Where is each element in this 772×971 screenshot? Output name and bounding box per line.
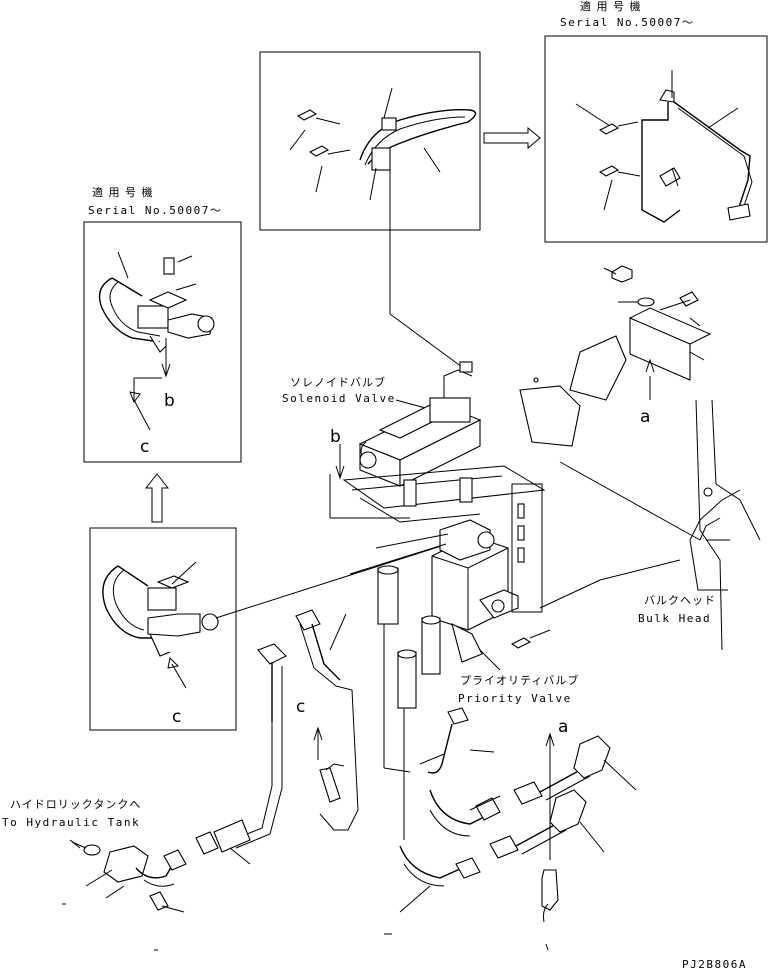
hoses-and-fittings: a [295,565,637,951]
label-b-upper: b [164,391,175,411]
label-c-mid: c [296,697,305,717]
left-lower-detail-box: c [89,527,461,731]
tank-jp: ハイドロリックタンクへ [10,798,141,811]
arrow-to-right-box [483,126,541,150]
priority-en: Priority Valve [458,692,572,705]
serial-right: Serial No.50007～ [560,16,694,29]
priority-jp: プライオリティバルブ [460,673,579,687]
solenoid-en: Solenoid Valve [282,392,396,405]
up-arrow-between-boxes [144,473,170,523]
tank-en: To Hydraulic Tank [2,816,140,829]
top-center-detail-box [259,51,481,371]
label-a-lower: a [558,717,568,737]
top-right-detail-box: 適 用 号 機 Serial No.50007～ [544,0,768,243]
serial-jp-left: 適 用 号 機 [92,185,154,199]
bracket-assembly-right: a [519,265,712,541]
label-a-upper: a [640,407,650,427]
bulk-jp: バルクヘッド [644,594,716,607]
connection-lines [349,533,449,575]
left-upper-detail-box: 適 用 号 機 Serial No.50007～ b c [83,185,242,463]
tank-return-line: c ハイドロリックタンクへ To Hydraulic Tank [2,643,345,951]
serial-left: Serial No.50007～ [88,204,222,217]
label-b-mid: b [330,427,341,447]
drawing-code: PJ2B806A [682,958,747,971]
label-c-lower-box: c [172,707,181,727]
serial-jp-right: 適 用 号 機 [580,0,642,13]
label-c-upper: c [140,437,149,457]
solenoid-jp: ソレノイドバルブ [290,375,386,389]
solenoid-valve-assembly: ソレノイドバルブ Solenoid Valve b [282,361,546,523]
priority-valve-assembly: プライオリティバルブ Priority Valve [431,483,681,705]
bulk-head-frame: バルクヘッド Bulk Head [638,399,761,651]
bulk-en: Bulk Head [638,612,711,625]
